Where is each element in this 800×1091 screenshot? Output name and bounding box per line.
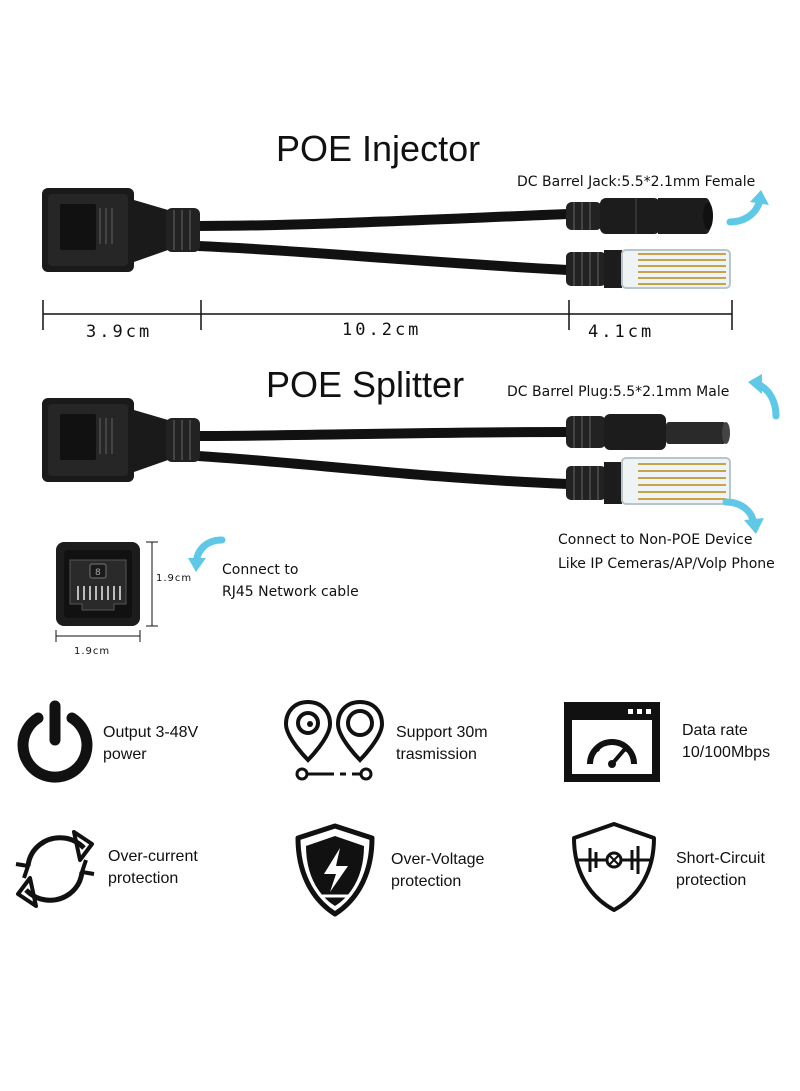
- feature-data-rate-line2: 10/100Mbps: [682, 744, 771, 761]
- port-connect-label-line1: Connect to: [222, 562, 299, 578]
- dimension-line: [42, 300, 733, 330]
- feature-output-power-line2: power: [103, 746, 147, 763]
- lightning-shield-icon: [295, 823, 375, 917]
- circuit-shield-icon: [572, 822, 656, 912]
- feature-over-current-line1: Over-current: [108, 848, 198, 865]
- feature-transmission-line2: trasmission: [396, 746, 477, 763]
- curved-arrow-icon: [726, 190, 769, 226]
- curved-arrow-icon: [188, 536, 226, 572]
- rj45-port-image: 8: [55, 541, 158, 642]
- port-height-label: 1.9cm: [156, 573, 193, 584]
- injector-dc-label: DC Barrel Jack:5.5*2.1mm Female: [517, 174, 756, 190]
- location-pins-icon: [283, 699, 385, 781]
- injector-title: POE Injector: [276, 128, 481, 169]
- splitter-device-label-line1: Connect to Non-POE Device: [558, 532, 753, 548]
- feature-over-current: Over-current protection: [108, 846, 198, 890]
- feature-transmission: Support 30m trasmission: [396, 722, 488, 766]
- feature-over-voltage-line1: Over-Voltage: [391, 851, 485, 868]
- feature-output-power: Output 3-48V power: [103, 722, 198, 766]
- feature-output-power-line1: Output 3-48V: [103, 724, 199, 741]
- splitter-cable-image: [42, 398, 731, 505]
- feature-data-rate-line1: Data rate: [682, 722, 748, 739]
- curved-arrow-icon: [748, 374, 780, 420]
- refresh-arrows-icon: [15, 830, 95, 908]
- feature-over-voltage-line2: protection: [391, 873, 462, 890]
- pin-label: 8: [95, 568, 101, 578]
- dimension-middle-label: 10.2cm: [342, 320, 422, 340]
- dimension-right-label: 4.1cm: [588, 322, 655, 342]
- curved-arrow-icon: [722, 498, 764, 534]
- port-connect-label-line2: RJ45 Network cable: [222, 584, 359, 600]
- feature-short-circuit-line2: protection: [676, 872, 747, 889]
- splitter-device-label-line2: Like IP Cemeras/AP/Volp Phone: [558, 556, 775, 572]
- dimension-left-label: 3.9cm: [86, 322, 153, 342]
- splitter-title: POE Splitter: [266, 364, 465, 405]
- feature-over-current-line2: protection: [108, 870, 179, 887]
- injector-cable-image: [42, 188, 731, 289]
- splitter-dc-label: DC Barrel Plug:5.5*2.1mm Male: [507, 384, 730, 400]
- feature-short-circuit: Short-Circuit protection: [676, 848, 765, 892]
- power-icon: [17, 700, 93, 783]
- feature-data-rate: Data rate 10/100Mbps: [682, 720, 770, 764]
- speedometer-window-icon: [564, 702, 660, 782]
- feature-transmission-line1: Support 30m: [396, 724, 488, 741]
- port-width-label: 1.9cm: [74, 646, 111, 657]
- feature-over-voltage: Over-Voltage protection: [391, 849, 484, 893]
- feature-short-circuit-line1: Short-Circuit: [676, 850, 765, 867]
